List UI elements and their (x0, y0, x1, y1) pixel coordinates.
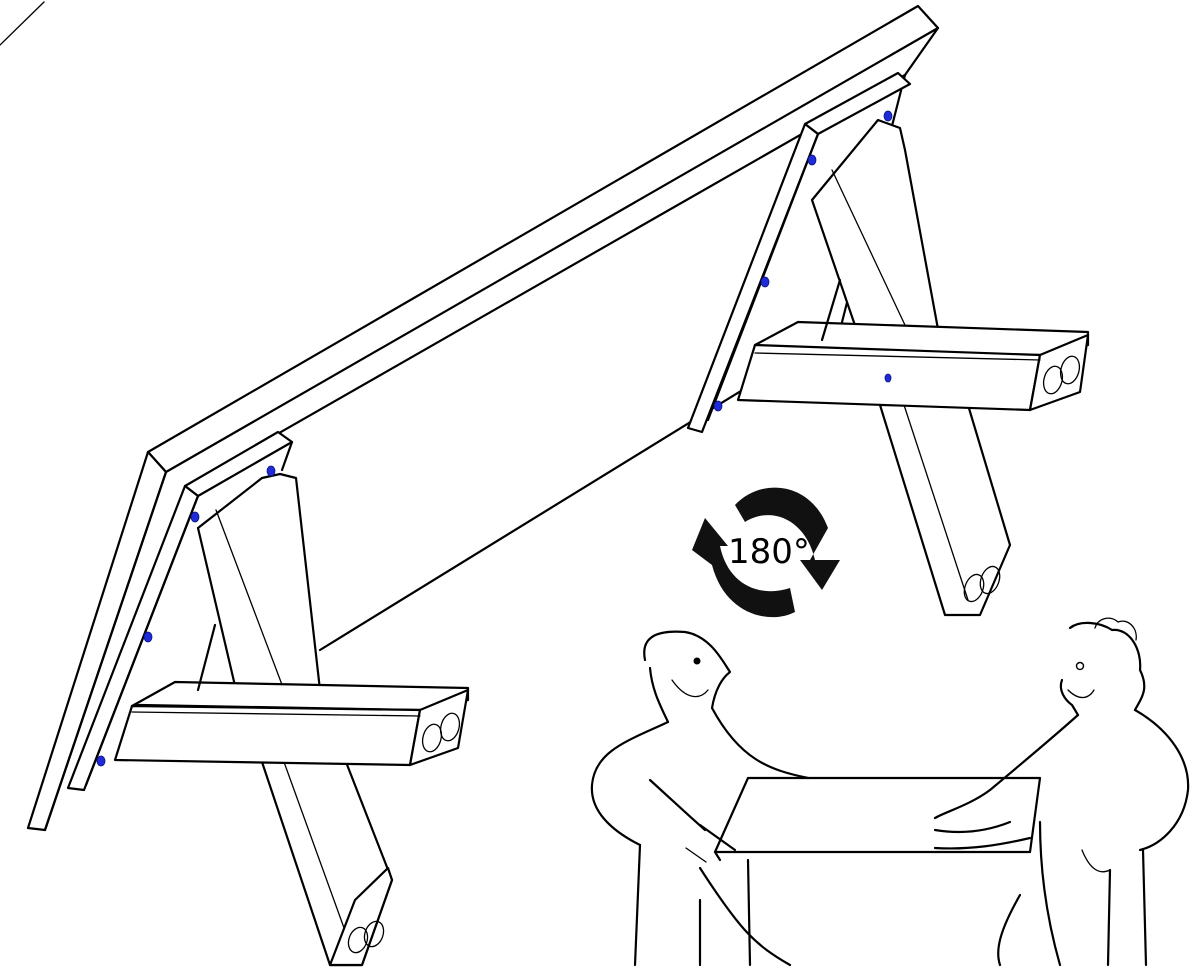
corner-line (0, 2, 44, 45)
two-people-carrying-table-icon (592, 618, 1188, 965)
rotation-label: 180° (728, 532, 810, 572)
right-person-figure (935, 618, 1188, 965)
rotate-180-arrows-icon: 180° (692, 488, 840, 618)
left-person-figure (592, 632, 808, 965)
